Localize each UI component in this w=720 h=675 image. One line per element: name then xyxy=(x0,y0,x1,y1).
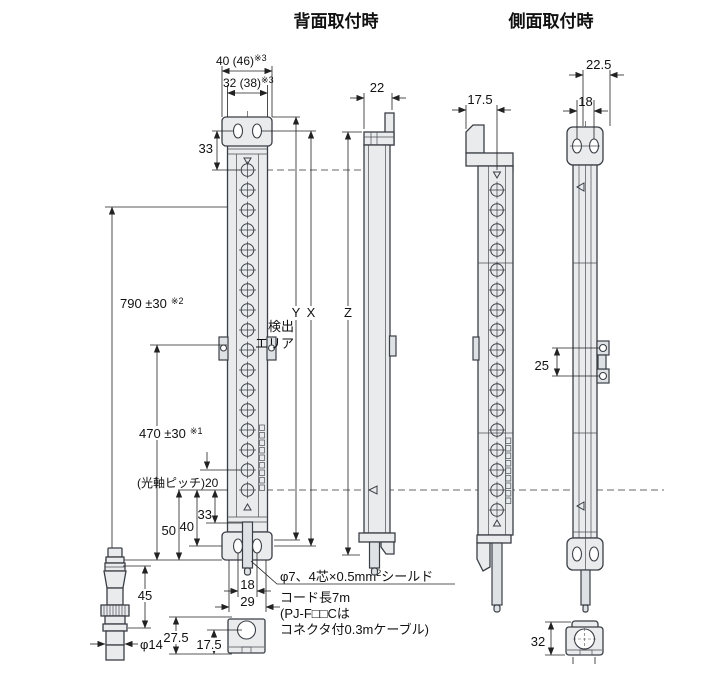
cable-model-note-2: コネクタ付0.3mケーブル) xyxy=(280,622,429,637)
dim-bracket-width: 40 (46)※3 xyxy=(216,53,267,68)
side-back-view: 22.5 18 25 xyxy=(535,57,624,613)
cable-spec-note-main: φ7、4芯×0.5mm xyxy=(280,569,376,584)
cable-spec-note-shield: シールド xyxy=(381,569,433,584)
axis-dashed-lines xyxy=(255,169,664,491)
side-sync-down-marker xyxy=(492,171,502,179)
dim-side-175: 17.5 xyxy=(467,92,492,107)
detection-area-label-1: 検出 xyxy=(268,319,294,334)
side-back-sync-marker-bottom xyxy=(575,501,585,511)
dim-length-790-note: ※2 xyxy=(171,296,184,306)
side-bottom-section: 32 xyxy=(531,620,604,664)
profile-side-tab xyxy=(388,335,397,357)
dim-side-18: 18 xyxy=(578,94,592,109)
side-front-view: 17.5 xyxy=(452,92,514,613)
dim-side-section-32: 32 xyxy=(531,634,545,649)
dim-body-width-value: 32 (38) xyxy=(223,76,261,90)
dim-length-470-value: 470 ±30 xyxy=(139,426,186,441)
dim-top-offset: 33 xyxy=(199,141,213,156)
back-mount-title: 背面取付時 xyxy=(294,11,379,31)
dim-section-275: 27.5 xyxy=(163,630,188,645)
cable-spec-note: φ7、4芯×0.5mm2シールド xyxy=(280,568,433,584)
connector-detail: 45 φ14 xyxy=(90,547,163,661)
dim-side-25: 25 xyxy=(535,358,549,373)
dim-length-470: 470 ±30 ※1 xyxy=(139,426,202,441)
side-mount-title: 側面取付時 xyxy=(508,11,594,31)
dim-length-790: 790 ±30 ※2 xyxy=(120,296,183,311)
detection-area-label-2: エリア xyxy=(255,336,294,351)
dim-bottom-50: 50 xyxy=(162,523,176,538)
dim-bottom-40: 40 xyxy=(180,519,194,534)
dim-cable-18: 18 xyxy=(240,577,254,592)
sync-up-marker xyxy=(243,503,252,511)
side-sync-up-marker xyxy=(492,519,502,527)
profile-cable-stub xyxy=(368,541,381,569)
dim-side-225: 22.5 xyxy=(586,57,611,72)
dim-beam-pitch: (光軸ピッチ)20 xyxy=(137,476,219,490)
dim-body-width: 32 (38)※3 xyxy=(223,75,274,90)
sync-down-marker xyxy=(243,157,252,165)
back-profile-view: 22 xyxy=(350,80,406,576)
dim-label-x: X xyxy=(307,305,316,320)
dim-label-z: Z xyxy=(344,305,352,320)
side-back-cable-stub xyxy=(580,569,591,606)
dim-connector-dia: φ14 xyxy=(140,637,163,652)
side-back-sync-marker-top xyxy=(575,182,585,192)
dim-profile-22: 22 xyxy=(370,80,384,95)
back-front-view xyxy=(218,111,277,576)
cable-model-note-1: (PJ-F□□Cは xyxy=(280,606,350,621)
cable-spec-note-sup: 2 xyxy=(376,568,381,578)
dim-length-470-note: ※1 xyxy=(190,426,203,436)
dim-bottom-33: 33 xyxy=(198,507,212,522)
cable-length-note: コード長7m xyxy=(280,590,350,605)
dim-bracket-width-value: 40 (46) xyxy=(216,54,254,68)
side-left-tab xyxy=(472,336,480,361)
side-bracket-plate xyxy=(465,124,485,154)
dim-length-790-value: 790 ±30 xyxy=(120,296,167,311)
side-cable-stub xyxy=(491,542,503,606)
cable-note-leader xyxy=(250,560,455,585)
back-front-dimensions: 40 (46)※3 32 (38)※3 33 790 ±30※2 470 ±30… xyxy=(105,53,455,637)
back-bottom-section: 27.5 17.5 xyxy=(161,616,266,655)
side-foot-hook xyxy=(476,542,491,572)
profile-sync-marker xyxy=(367,485,378,495)
dim-section-175: 17.5 xyxy=(196,637,221,652)
dim-cable-29: 29 xyxy=(240,594,254,609)
profile-foot-hook xyxy=(380,541,395,555)
dim-body-width-note: ※3 xyxy=(261,75,274,85)
dim-label-y: Y xyxy=(292,305,301,320)
dim-connector-45: 45 xyxy=(138,588,152,603)
dim-bracket-width-note: ※3 xyxy=(254,53,267,63)
